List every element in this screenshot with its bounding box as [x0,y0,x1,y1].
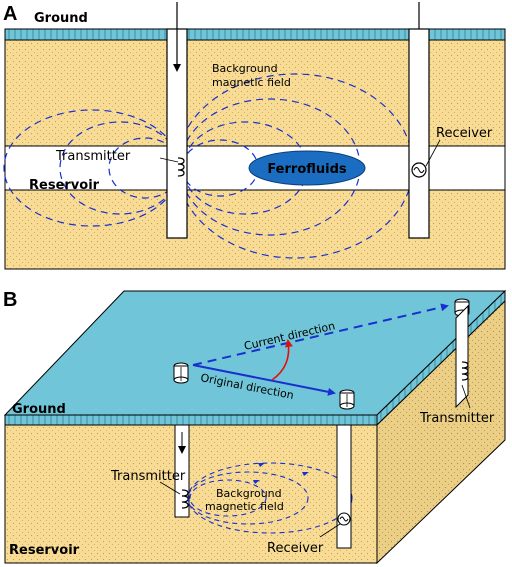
well-cap-front [339,389,355,410]
transmitter-label-b-right: Transmitter [419,411,495,426]
side-transmitter-leader [461,384,471,409]
ferrofluids-ellipse [248,150,366,186]
panel-b: B Ground [3,289,507,565]
receiver-leader-a [425,139,441,167]
receiver-wave-icon-a [413,167,425,173]
reservoir-label-b: Reservoir [9,543,80,558]
side-transmitter-well [455,304,469,409]
well-cap-center [173,362,189,384]
transmitter-label-a: Transmitter [55,149,131,164]
current-direction-arrow [192,303,449,366]
reservoir-label-a: Reservoir [29,178,100,193]
background-field-label-a-line2: magnetic field [212,76,291,89]
ferrofluids-label: Ferrofluids [267,162,347,177]
receiver-well-a [408,28,430,239]
magnetic-field-lines-b [187,462,353,534]
ground-label-a: Ground [34,11,88,26]
transmitter-label-b-left: Transmitter [110,469,186,484]
front-receiver-well [336,424,352,549]
panel-a-label: A [3,3,17,25]
ground-strip-a [4,28,506,41]
background-field-label-a-line1: Background [212,62,278,75]
panel-a: A Ground Transmitter Background magnetic… [3,2,506,270]
panel-b-label: B [3,289,17,311]
rotation-arrow [271,339,293,381]
transmitter-coil-a [177,157,185,177]
side-transmitter-coil [461,361,469,381]
front-transmitter-leader [159,481,181,495]
receiver-label-a: Receiver [436,126,493,141]
front-receiver-wave-icon [339,516,349,522]
front-receiver-leader [319,523,341,538]
receiver-label-b: Receiver [267,541,324,556]
ground-label-b: Ground [12,402,66,417]
original-direction-arrow [192,364,336,396]
transmitter-leader-a [159,157,179,163]
field-direction-arrows-b [253,463,309,484]
background-field-label-b-line1: Background [216,487,282,500]
background-field-label-b-line2: magnetic field [205,500,284,513]
